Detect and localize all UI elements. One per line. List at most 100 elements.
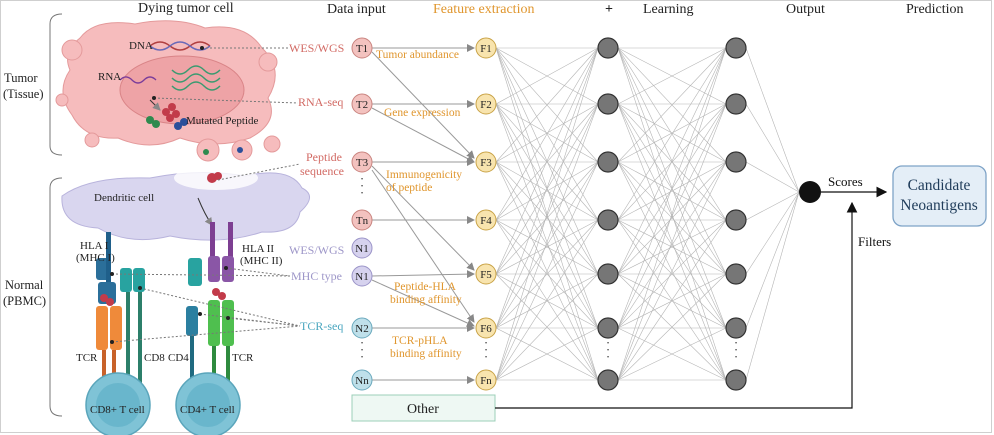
label-sequence: sequence xyxy=(300,164,344,178)
label-peptide: Peptide xyxy=(306,150,342,164)
network-edge xyxy=(495,161,599,329)
hidden-layer-1 xyxy=(597,37,619,391)
hidden1-node xyxy=(597,369,619,391)
label-cd4: CD4 xyxy=(168,352,189,364)
node-t2 xyxy=(351,93,373,115)
label-scores: Scores xyxy=(828,174,863,189)
network-connections xyxy=(495,47,800,381)
node-n1-b xyxy=(351,265,373,287)
network-edge xyxy=(495,219,599,381)
svg-text:·: · xyxy=(360,335,364,350)
header-feature-extraction: Feature extraction xyxy=(433,2,534,17)
network-edge xyxy=(495,103,599,275)
feature-binding-affinity-2: binding affinity xyxy=(390,348,462,360)
output-edge xyxy=(745,161,800,193)
label-mhc-ii: (MHC II) xyxy=(240,255,283,267)
feature-of-peptide: of peptide xyxy=(386,182,432,194)
other-filters-arrow xyxy=(495,201,858,409)
svg-text:·: · xyxy=(360,349,364,364)
svg-text:·: · xyxy=(734,349,738,364)
network-edge xyxy=(495,327,599,381)
node-f6 xyxy=(475,317,497,339)
label-dendritic-cell: Dendritic cell xyxy=(94,192,154,204)
network-edge xyxy=(617,103,727,275)
label-mhc-i: (MHC I) xyxy=(76,252,115,264)
node-label-t1: T1 xyxy=(356,43,368,55)
feature-immunogenicity: Immunogenicity xyxy=(386,169,462,181)
svg-text:·: · xyxy=(484,335,488,350)
input-feature-arrows xyxy=(371,44,475,384)
network-edge xyxy=(495,103,599,221)
dotted-connectors xyxy=(111,47,301,343)
side-pbmc: (PBMC) xyxy=(3,294,46,308)
hidden1-node xyxy=(597,209,619,231)
network-edge xyxy=(495,273,599,381)
label-tcr-left: TCR xyxy=(76,352,98,364)
node-t3 xyxy=(351,151,373,173)
output-node xyxy=(799,181,821,203)
network-edge xyxy=(617,327,727,381)
hidden2-node xyxy=(725,37,747,59)
hidden1-node xyxy=(597,317,619,339)
label-wes-wgs-tumor: WES/WGS xyxy=(289,41,344,55)
node-label-f4: F4 xyxy=(480,215,492,227)
label-cd8-t-cell: CD8+ T cell xyxy=(90,404,145,416)
network-edge xyxy=(495,47,599,329)
output-edge xyxy=(745,191,800,221)
hidden2-node xyxy=(725,93,747,115)
node-label-n2: N2 xyxy=(355,323,368,335)
side-normal: Normal xyxy=(5,278,44,292)
node-label-fn: Fn xyxy=(480,375,492,387)
node-t1 xyxy=(351,37,373,59)
label-cd8: CD8 xyxy=(144,352,165,364)
network-edge xyxy=(617,103,727,221)
hidden2-node xyxy=(725,263,747,285)
node-label-f3: F3 xyxy=(480,157,492,169)
node-label-f2: F2 xyxy=(480,99,492,111)
side-tumor: Tumor xyxy=(4,71,38,85)
feature-nodes xyxy=(475,37,497,391)
header-output: Output xyxy=(786,2,825,17)
label-rna: RNA xyxy=(98,71,121,83)
output-edge xyxy=(745,191,800,329)
output-edge xyxy=(745,191,800,381)
network-edge xyxy=(617,47,727,163)
hidden-ellipsis: ··· ··· xyxy=(606,335,738,364)
network-edge xyxy=(495,103,599,163)
connector-dots xyxy=(110,46,230,344)
feature-peptide-hla: Peptide-HLA xyxy=(394,281,457,293)
svg-text:·: · xyxy=(360,178,364,193)
label-neoantigens: Neoantigens xyxy=(900,197,977,214)
network-edge xyxy=(617,47,727,329)
network-edge xyxy=(495,103,599,329)
tumor-bracket xyxy=(49,13,63,156)
network-edge xyxy=(495,161,599,381)
node-label-nn: Nn xyxy=(355,375,369,387)
svg-text:·: · xyxy=(734,342,738,357)
feature-binding-affinity-1: binding affinity xyxy=(390,294,462,306)
hidden2-node xyxy=(725,369,747,391)
svg-text:·: · xyxy=(606,342,610,357)
header-plus: + xyxy=(605,2,613,17)
header-prediction: Prediction xyxy=(906,2,964,17)
network-edge xyxy=(617,47,727,275)
feature-ellipsis: ··· xyxy=(484,335,488,364)
header-dying-tumor-cell: Dying tumor cell xyxy=(138,1,234,16)
network-edge xyxy=(617,161,727,221)
node-tn xyxy=(351,209,373,231)
label-rna-seq: RNA-seq xyxy=(298,95,343,109)
network-edge xyxy=(495,47,599,275)
label-other: Other xyxy=(407,402,439,417)
label-tcr-right: TCR xyxy=(232,352,254,364)
network-edge xyxy=(495,47,599,105)
node-label-t2: T2 xyxy=(356,99,368,111)
network-edge xyxy=(617,219,727,381)
output-edge xyxy=(745,103,800,193)
input-ellipsis: ··· ··· xyxy=(360,171,364,364)
network-edge xyxy=(617,161,727,329)
network-edge xyxy=(617,219,727,329)
feature-gene-expression: Gene expression xyxy=(384,107,461,119)
hidden-layer-2 xyxy=(725,37,747,391)
